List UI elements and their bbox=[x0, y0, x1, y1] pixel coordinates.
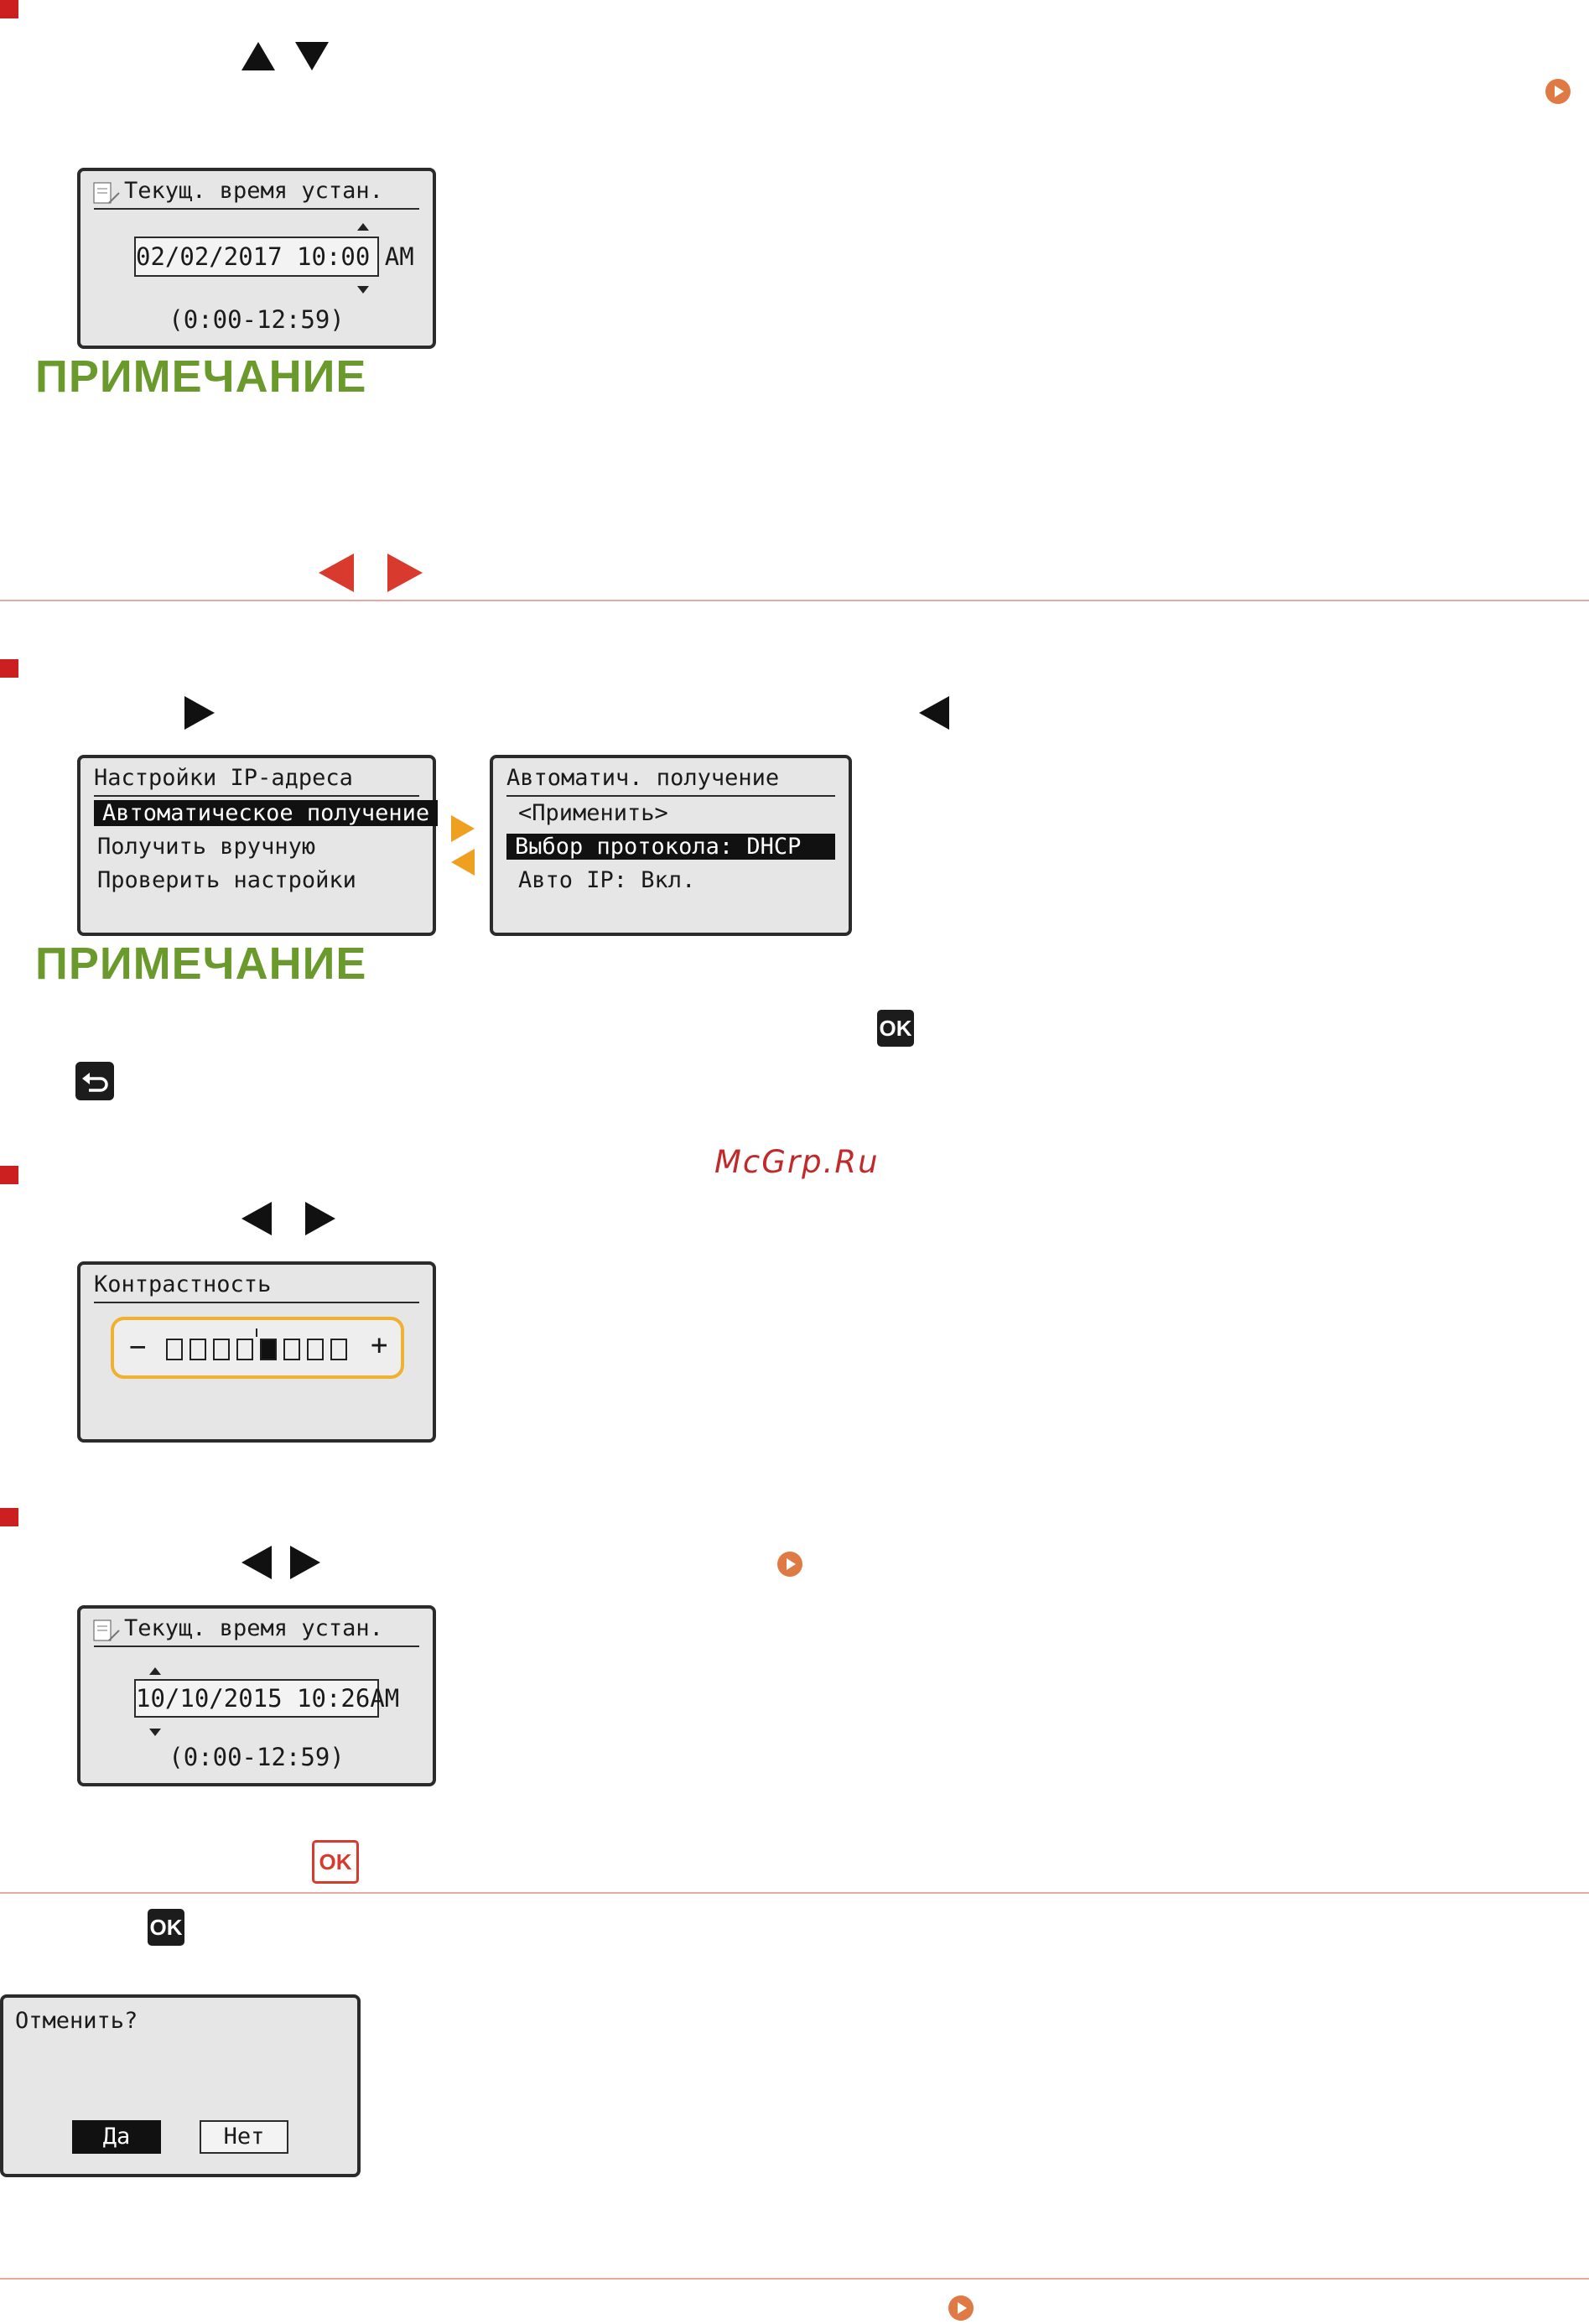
triangle-left-icon bbox=[241, 1202, 272, 1235]
spin-arrows-icon bbox=[357, 223, 369, 294]
lcd-title-line bbox=[94, 795, 419, 797]
contrast-cell bbox=[307, 1339, 324, 1360]
triangle-right-icon bbox=[305, 1202, 335, 1235]
lcd-ip-settings: Настройки IP-адреса Автоматическое получ… bbox=[77, 755, 439, 936]
section-marker bbox=[0, 659, 18, 678]
triangle-left-icon bbox=[919, 696, 949, 730]
section-marker bbox=[0, 0, 18, 18]
spin-arrows-icon bbox=[149, 1667, 161, 1736]
lcd-title: Текущ. время устан. bbox=[124, 1615, 383, 1641]
lcd-time-screen: Текущ. время устан. 02/02/2017 10:00 AM … bbox=[77, 168, 436, 349]
section-divider bbox=[0, 600, 1589, 601]
note-heading: ПРИМЕЧАНИЕ bbox=[35, 351, 367, 402]
lcd-title: Контрастность bbox=[94, 1271, 272, 1297]
lcd-title-line bbox=[94, 1646, 419, 1647]
time-input-field[interactable]: 10/10/2015 10:26AM bbox=[134, 1679, 399, 1718]
ok-key-icon: OK bbox=[877, 1010, 914, 1047]
back-key-icon bbox=[75, 1062, 114, 1100]
section-divider bbox=[0, 2278, 1589, 2280]
section-divider bbox=[0, 1892, 1589, 1894]
triangle-right-icon bbox=[290, 1546, 320, 1579]
arrow-link-icon[interactable] bbox=[1545, 78, 1571, 105]
triangle-left-icon bbox=[451, 849, 475, 876]
triangle-left-icon bbox=[319, 554, 354, 592]
triangle-right-icon bbox=[184, 696, 215, 730]
lcd-title-line bbox=[94, 1302, 419, 1303]
ok-key-icon: OK bbox=[312, 1840, 359, 1884]
contrast-cell bbox=[283, 1339, 300, 1360]
lcd-title: Отменить? bbox=[15, 2008, 138, 2034]
watermark: McGrp.Ru bbox=[714, 1144, 880, 1180]
triangle-down-icon bbox=[295, 42, 329, 70]
section-marker bbox=[0, 1508, 18, 1526]
lcd-title-line bbox=[506, 795, 835, 797]
yes-button[interactable]: Да bbox=[72, 2120, 161, 2154]
lcd-contrast: Контрастность − + bbox=[77, 1261, 436, 1443]
contrast-plus: + bbox=[371, 1328, 388, 1362]
triangle-left-icon bbox=[241, 1546, 272, 1579]
menu-item-check[interactable]: Проверить настройки bbox=[97, 867, 356, 893]
lcd-title: Текущ. время устан. bbox=[124, 178, 383, 204]
triangle-right-icon bbox=[387, 554, 423, 592]
time-range-hint: (0:00-12:59) bbox=[169, 1743, 345, 1771]
contrast-cell bbox=[190, 1339, 206, 1360]
triangle-right-icon bbox=[451, 815, 475, 842]
contrast-cell bbox=[213, 1339, 230, 1360]
time-range-hint: (0:00-12:59) bbox=[169, 305, 345, 334]
contrast-slider[interactable]: − + bbox=[111, 1317, 404, 1379]
arrow-link-icon[interactable] bbox=[776, 1551, 803, 1578]
no-button[interactable]: Нет bbox=[200, 2120, 288, 2154]
contrast-cell bbox=[260, 1339, 277, 1360]
settings-doc-icon bbox=[93, 182, 120, 204]
contrast-cell bbox=[236, 1339, 253, 1360]
contrast-cell bbox=[166, 1339, 183, 1360]
menu-item-protocol[interactable]: Выбор протокола: DHCP bbox=[506, 834, 835, 860]
contrast-cell bbox=[330, 1339, 347, 1360]
contrast-center-mark bbox=[256, 1328, 257, 1337]
contrast-minus: − bbox=[129, 1330, 147, 1364]
menu-item-manual[interactable]: Получить вручную bbox=[97, 834, 316, 860]
lcd-title: Настройки IP-адреса bbox=[94, 765, 353, 791]
menu-item-auto[interactable]: Автоматическое получение bbox=[94, 800, 439, 826]
arrow-link-icon[interactable] bbox=[948, 2295, 974, 2321]
lcd-cancel-dialog: Отменить? Да Нет bbox=[0, 1994, 361, 2177]
menu-item-auto-ip[interactable]: Авто IP: Вкл. bbox=[518, 867, 696, 893]
lcd-auto-obtain: Автоматич. получение <Применить> Выбор п… bbox=[490, 755, 852, 936]
lcd-time-screen-2: Текущ. время устан. 10/10/2015 10:26AM (… bbox=[77, 1605, 436, 1786]
settings-doc-icon bbox=[93, 1620, 120, 1641]
section-marker bbox=[0, 1166, 18, 1184]
menu-item-apply[interactable]: <Применить> bbox=[518, 800, 668, 826]
note-heading: ПРИМЕЧАНИЕ bbox=[35, 938, 367, 989]
ok-key-icon: OK bbox=[148, 1909, 184, 1946]
lcd-title-line bbox=[94, 208, 419, 210]
triangle-up-icon bbox=[241, 42, 275, 70]
lcd-title: Автоматич. получение bbox=[506, 765, 780, 791]
time-input-field[interactable]: 02/02/2017 10:00 AM bbox=[134, 237, 414, 277]
